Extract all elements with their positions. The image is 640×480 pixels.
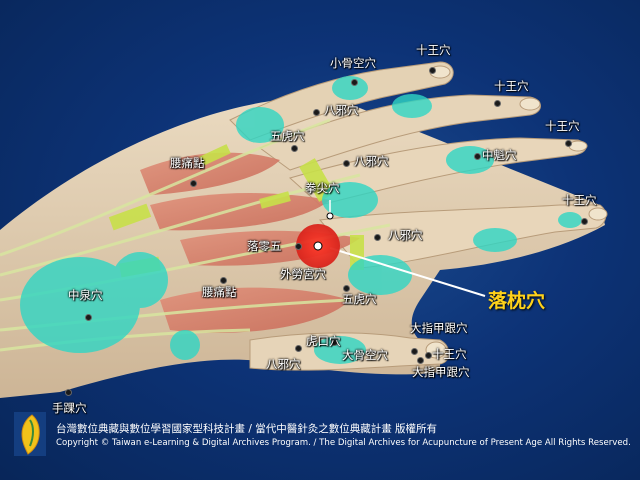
- label-baxie-4: 八邪穴: [266, 357, 301, 371]
- label-baxie-3: 八邪穴: [388, 228, 423, 242]
- label-shiwang-index: 十王穴: [562, 193, 597, 207]
- label-dagukong: 大骨空穴: [342, 348, 388, 362]
- finger-little: [229, 61, 454, 141]
- copyright-english: Copyright © Taiwan e-Learning & Digital …: [56, 438, 631, 448]
- label-yaotong-2: 腰痛點: [202, 285, 237, 299]
- label-luolingwu: 落零五: [247, 239, 282, 253]
- label-dazhi-lower: 大指甲跟穴: [412, 365, 470, 379]
- acupoint-dot: [189, 179, 197, 187]
- label-yaotong-1: 腰痛點: [170, 156, 205, 170]
- label-baxie-1: 八邪穴: [324, 103, 359, 117]
- label-wuhu-1: 五虎穴: [270, 129, 305, 143]
- label-shouhuai: 手踝穴: [52, 401, 87, 415]
- label-wailaogong: 外勞宮穴: [280, 267, 326, 281]
- acupoint-dot: [373, 233, 381, 241]
- label-zhongquan: 中泉穴: [68, 288, 103, 302]
- acupoint-dot: [294, 344, 302, 352]
- label-hukou: 虎口穴: [306, 334, 341, 348]
- acupoint-dot: [219, 276, 227, 284]
- acupoint-dot: [580, 217, 588, 225]
- nails: [425, 65, 608, 359]
- label-dazhi-upper: 大指甲跟穴: [410, 321, 468, 335]
- label-quanjian: 拳尖穴: [305, 181, 340, 195]
- acupoint-dot: [330, 338, 338, 346]
- label-shiwang-little: 十王穴: [416, 43, 451, 57]
- highlight-luozhen-label: 落枕穴: [488, 290, 546, 312]
- label-wuhu-2: 五虎穴: [342, 292, 377, 306]
- label-zhongkui: 中魁穴: [482, 148, 517, 162]
- muscle-thenar: [160, 287, 350, 333]
- acupoint-dot: [64, 388, 72, 396]
- highlight-leader-line: [329, 247, 486, 297]
- quanjian-marker-center: [326, 212, 334, 220]
- acupoint-dot: [424, 351, 432, 359]
- finger-ring: [258, 94, 541, 171]
- label-shiwang-middle: 十王穴: [545, 119, 580, 133]
- acupoint-dot: [410, 347, 418, 355]
- luozhen-marker-center: [313, 241, 323, 251]
- label-shiwang-ring: 十王穴: [494, 79, 529, 93]
- acupoint-dot: [350, 78, 358, 86]
- acupoint-dot: [342, 159, 350, 167]
- acupoint-dot: [294, 242, 302, 250]
- acupoint-dot: [416, 356, 424, 364]
- acupoint-dot: [84, 313, 92, 321]
- acupoint-dot: [493, 99, 501, 107]
- taiwan-logo-icon: [14, 412, 46, 456]
- label-shiwang-thumb: 十王穴: [432, 347, 467, 361]
- acupoint-dot: [428, 66, 436, 74]
- acupoint-dot: [312, 108, 320, 116]
- bone-joints: [20, 76, 582, 364]
- acupoint-dot: [473, 152, 481, 160]
- acupoint-dot: [290, 144, 298, 152]
- copyright-chinese: 台灣數位典藏與數位學習國家型科技計畫 / 當代中醫針灸之數位典藏計畫 版權所有: [56, 423, 438, 435]
- label-baxie-2: 八邪穴: [354, 154, 389, 168]
- acupoint-dot: [342, 284, 350, 292]
- acupoint-dot: [564, 139, 572, 147]
- label-xiaogukong: 小骨空穴: [330, 56, 376, 70]
